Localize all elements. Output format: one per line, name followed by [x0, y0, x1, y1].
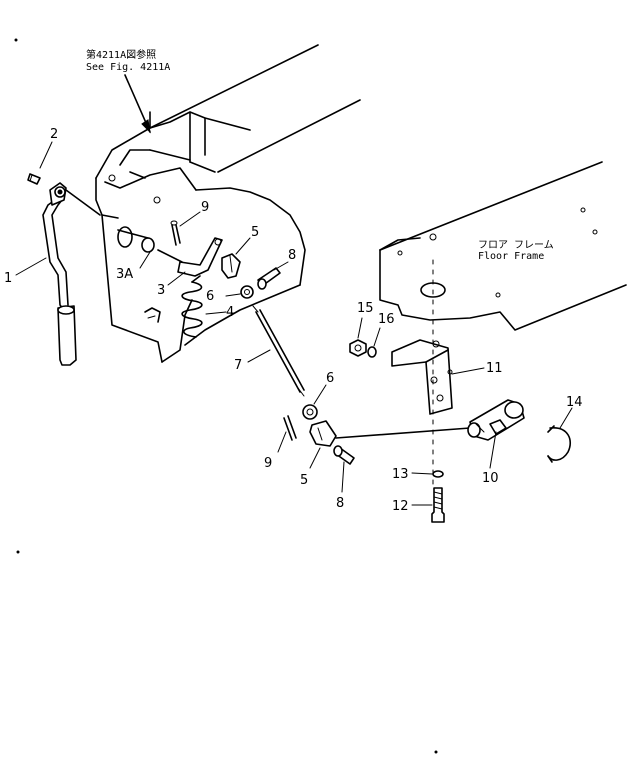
frame-label-en: Floor Frame: [478, 251, 544, 262]
callout-11: 11: [486, 361, 503, 376]
linkage-upper: [157, 220, 281, 338]
callout-6-lower: 6: [326, 371, 334, 386]
callout-14: 14: [566, 395, 583, 410]
reference-note-jp: 第4211A図参照: [86, 48, 156, 61]
callout-3: 3: [157, 283, 165, 298]
callout-3a: 3A: [116, 267, 133, 282]
switch-bracket: [349, 259, 453, 486]
callout-10: 10: [482, 471, 499, 486]
callout-13: 13: [392, 467, 409, 482]
frame-label-jp: フロア フレーム: [478, 239, 554, 251]
neutral-switch: [467, 399, 572, 463]
callout-8-lower: 8: [336, 496, 344, 511]
callout-15: 15: [357, 301, 374, 316]
reference-note-en: See Fig. 4211A: [86, 62, 170, 73]
callout-16: 16: [378, 312, 395, 327]
control-console: [95, 44, 361, 363]
linkage-lower: [283, 404, 471, 465]
callout-5-upper: 5: [251, 225, 259, 240]
callout-labels: 1 2 3 3A 4 5 5 6 6 7 8 8 9 9 10 11 12 13…: [4, 127, 583, 514]
reference-arrow: [124, 74, 151, 134]
callout-1: 1: [4, 271, 12, 286]
leader-lines: [15, 141, 573, 506]
callout-4: 4: [226, 305, 234, 320]
bolt-assembly: [431, 470, 445, 523]
callout-8-upper: 8: [288, 248, 296, 263]
reference-note: 第4211A図参照 See Fig. 4211A: [86, 48, 170, 73]
callout-2: 2: [50, 127, 58, 142]
callout-7: 7: [234, 358, 242, 373]
callout-6-upper: 6: [206, 289, 214, 304]
control-rod: [252, 305, 305, 397]
frame-label: フロア フレーム Floor Frame: [478, 239, 554, 262]
callout-5-lower: 5: [300, 473, 308, 488]
callout-12: 12: [392, 499, 409, 514]
callout-9-upper: 9: [201, 200, 209, 215]
lever-assembly: [27, 173, 101, 366]
callout-9-lower: 9: [264, 456, 272, 471]
